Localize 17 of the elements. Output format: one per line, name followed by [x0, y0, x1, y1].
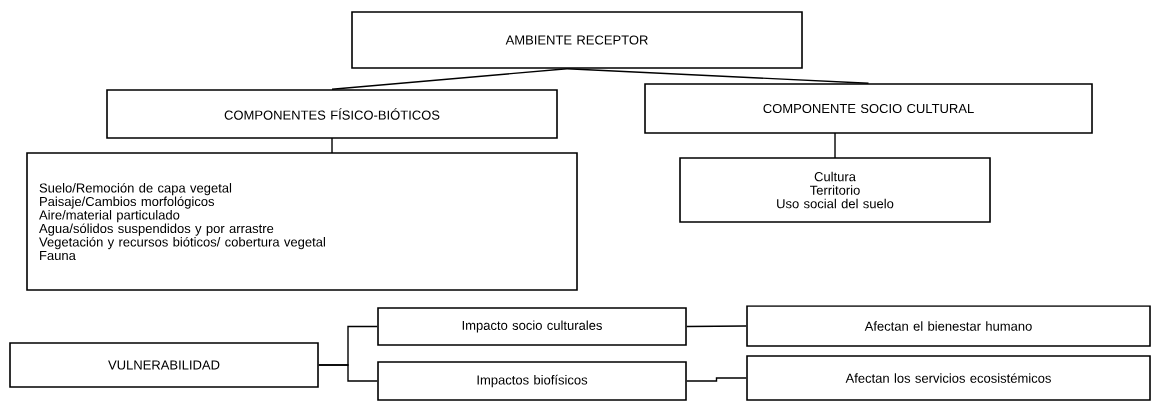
effect-box: Afectan el bienestar humano — [746, 305, 1151, 347]
title-box: AMBIENTE RECEPTOR — [351, 11, 803, 69]
category-box: COMPONENTES FÍSICO-BIÓTICOS — [106, 89, 558, 139]
list-box: Cultura Territorio Uso social del suelo — [679, 157, 991, 223]
connector-line — [566, 68, 870, 84]
impact-box: Impacto socio culturales — [377, 307, 687, 346]
connector-line — [331, 68, 568, 90]
connector-line — [318, 364, 378, 382]
category-box: COMPONENTE SOCIO CULTURAL — [644, 83, 1093, 134]
connector-line — [331, 137, 333, 154]
connector-line — [686, 377, 747, 382]
list-box: Suelo/Remoción de capa vegetal Paisaje/Cambios morfológicos Aire/material particulado Agua/sólidos suspendidos y por arrastre Vegetación y recursos bióticos/ cobertura vegetal Fauna — [26, 152, 578, 291]
impact-box: Impactos biofísicos — [377, 361, 687, 401]
effect-box: Afectan los servicios ecosistémicos — [746, 355, 1151, 401]
connector-line — [686, 325, 747, 328]
connector-line — [834, 132, 836, 159]
root-box: VULNERABILIDAD — [9, 342, 319, 388]
